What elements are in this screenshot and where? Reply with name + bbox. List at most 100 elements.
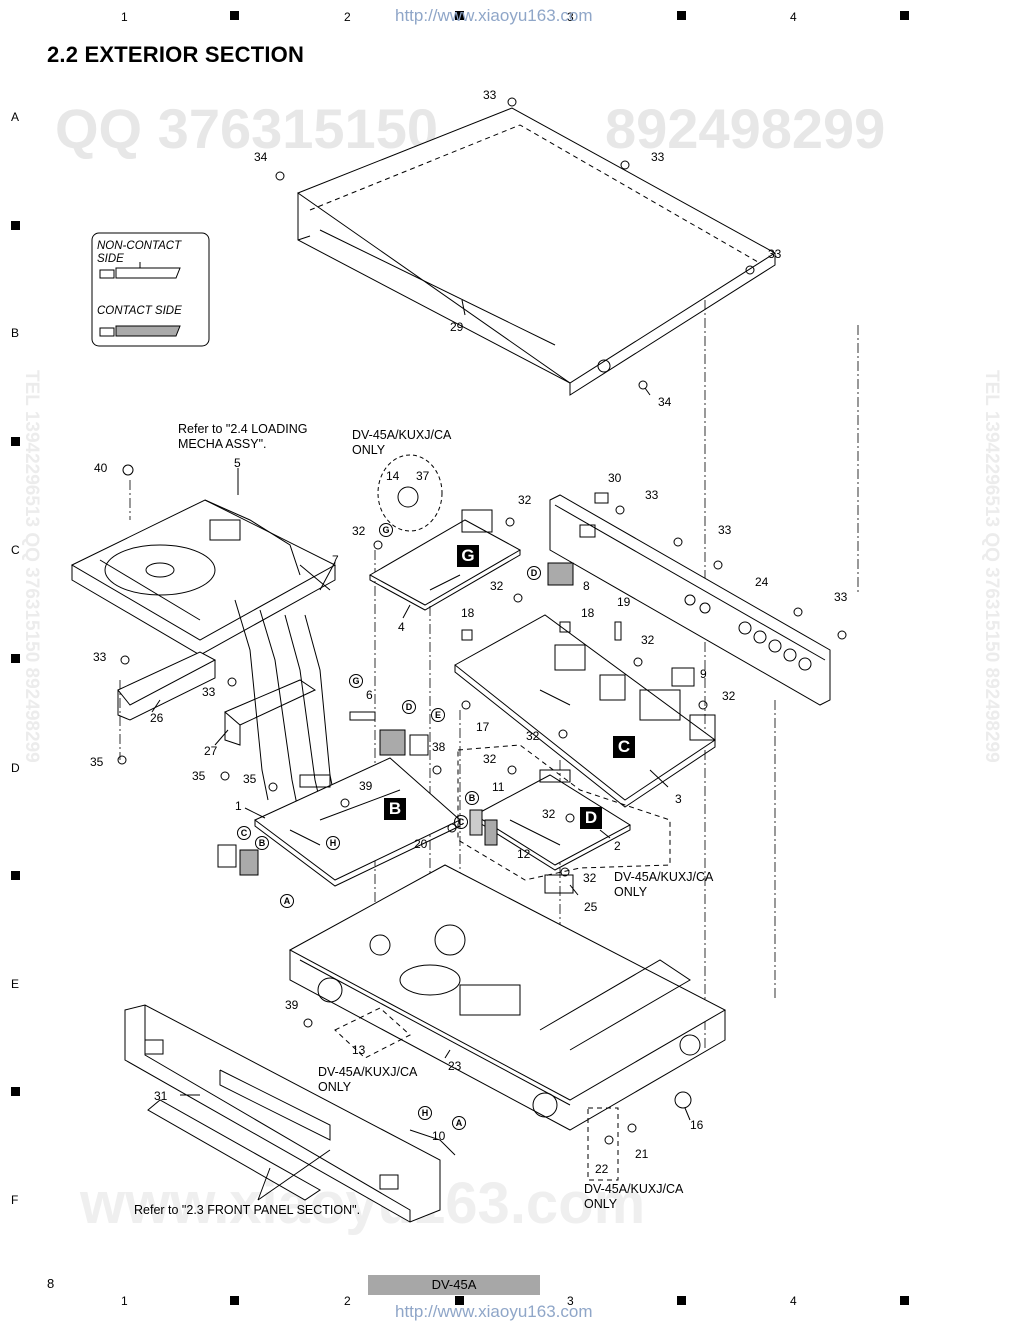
board-b (254, 757, 461, 887)
cable-9 (671, 667, 695, 687)
cable-6 (349, 711, 376, 721)
column-number-1-bottom: 1 (121, 1294, 128, 1308)
bracket-27 (224, 679, 317, 746)
grid-mark (900, 11, 909, 20)
grid-mark (11, 654, 20, 663)
part-label-38: 38 (432, 740, 446, 754)
page-number: 8 (47, 1276, 55, 1291)
note-model-only-13: DV-45A/KUXJ/CA ONLY (318, 1065, 417, 1094)
legend-box (91, 232, 210, 347)
grid-mark (900, 1296, 909, 1305)
part-label-1: 1 (235, 799, 242, 813)
column-number-2: 2 (344, 10, 351, 24)
part-label-26: 26 (150, 711, 164, 725)
part-label-33-b: 33 (651, 150, 665, 164)
part-label-30: 30 (608, 471, 622, 485)
part-label-33-h: 33 (202, 685, 216, 699)
front-panel (124, 1004, 441, 1223)
column-number-4: 4 (790, 10, 797, 24)
model-footer: DV-45A (368, 1275, 540, 1295)
cable-d-b (379, 729, 406, 756)
part-label-17: 17 (476, 720, 490, 734)
front-panel-edge (409, 1129, 456, 1156)
connector-h-2: H (418, 1106, 432, 1120)
note-model-only-22: DV-45A/KUXJ/CA ONLY (584, 1182, 683, 1211)
board-label-b: B (384, 798, 406, 820)
cable-e-b (409, 734, 429, 756)
connector-c-2: C (454, 815, 468, 829)
part-label-8: 8 (583, 579, 590, 593)
connector-a-2: A (452, 1116, 466, 1130)
part-label-37: 37 (416, 469, 430, 483)
part-label-24: 24 (755, 575, 769, 589)
part-label-32-h: 32 (542, 807, 556, 821)
grid-mark (455, 11, 464, 20)
note-front-panel: Refer to "2.3 FRONT PANEL SECTION". (134, 1203, 361, 1217)
non-contact-tab (115, 267, 181, 279)
part-label-34-a: 34 (254, 150, 268, 164)
part-label-18-left: 18 (461, 606, 475, 620)
part-label-32-i: 32 (583, 871, 597, 885)
row-letter-b: B (11, 326, 20, 340)
part-label-31: 31 (154, 1089, 168, 1103)
part-label-14: 14 (386, 469, 400, 483)
board-label-c: C (613, 736, 635, 758)
part-label-32-a: 32 (518, 493, 532, 507)
row-letter-e: E (11, 977, 20, 991)
part-label-33-g: 33 (93, 650, 107, 664)
part-14 (397, 486, 419, 508)
chassis (288, 864, 727, 1131)
board-c (454, 614, 716, 808)
rear-panel (549, 494, 831, 706)
part-label-18-right: 18 (581, 606, 595, 620)
part-label-33-e: 33 (718, 523, 732, 537)
part-label-32-d: 32 (641, 633, 655, 647)
part-label-9: 9 (700, 667, 707, 681)
connector-h-1: H (326, 836, 340, 850)
column-number-1: 1 (121, 10, 128, 24)
contact-tab (115, 325, 181, 337)
cable-c-a (217, 844, 237, 868)
loading-mecha-assy (70, 499, 337, 656)
part-label-13: 13 (352, 1043, 366, 1057)
board-g (368, 509, 522, 611)
part-label-29: 29 (450, 320, 464, 334)
watermark-url-bottom: http://www.xiaoyu163.com (395, 1302, 593, 1321)
cable-b-a (239, 849, 259, 876)
dashed-callout-22 (587, 1107, 619, 1181)
part-label-39-b: 39 (285, 998, 299, 1012)
grid-mark (455, 1296, 464, 1305)
part-label-4: 4 (398, 620, 405, 634)
column-number-4-bottom: 4 (790, 1294, 797, 1308)
row-letter-d: D (11, 761, 20, 775)
top-cover (296, 107, 776, 396)
connector-b-1: B (255, 836, 269, 850)
part-label-11: 11 (492, 780, 505, 794)
connector-e: E (431, 708, 445, 722)
legend-contact-label: CONTACT SIDE (97, 305, 182, 317)
part-label-12: 12 (517, 847, 531, 861)
watermark-side-left: TEL 13942296513 QQ 376315150 892498299 (21, 370, 42, 763)
grid-mark (11, 221, 20, 230)
note-loading-mecha: Refer to "2.4 LOADING MECHA ASSY". (178, 422, 308, 451)
row-letter-c: C (11, 543, 20, 557)
part-label-32-e: 32 (722, 689, 736, 703)
part-label-40: 40 (94, 461, 108, 475)
front-panel-bar (147, 1099, 321, 1201)
grid-mark (677, 1296, 686, 1305)
part-label-22: 22 (595, 1162, 609, 1176)
grid-mark (11, 1087, 20, 1096)
watermark-qq: QQ 376315150 (55, 97, 438, 160)
part-label-23: 23 (448, 1059, 462, 1073)
board-d (474, 769, 631, 871)
part-label-35-b: 35 (192, 769, 206, 783)
part-label-2: 2 (614, 839, 621, 853)
part-label-20: 20 (414, 837, 428, 851)
watermark-side-right: TEL 13942296513 QQ 376315150 892498299 (981, 370, 1002, 763)
part-label-3: 3 (675, 792, 682, 806)
grid-mark (230, 1296, 239, 1305)
part-label-27: 27 (204, 744, 218, 758)
connector-d-2: D (527, 566, 541, 580)
column-number-3-bottom: 3 (567, 1294, 574, 1308)
